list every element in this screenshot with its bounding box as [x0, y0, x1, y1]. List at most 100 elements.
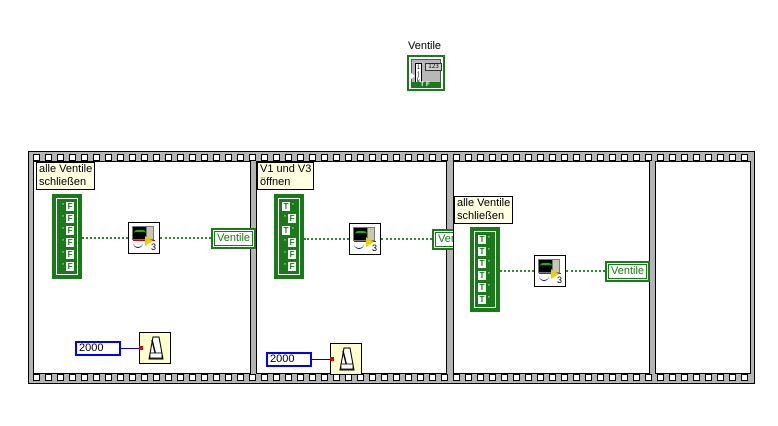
boolean-value-label: T [478, 295, 486, 304]
sprocket-hole [45, 374, 52, 381]
boolean-value-label: F [66, 262, 74, 271]
comment-line-2: schließen [457, 210, 505, 222]
toggle-switch-icon: ' [488, 247, 490, 256]
sprocket-hole [465, 374, 472, 381]
ventile-indicator-terminal[interactable]: i j k 123 TF [407, 55, 445, 91]
boolean-constant-true[interactable]: T' [476, 246, 494, 257]
sprocket-hole [633, 154, 640, 161]
wait-ms-constant[interactable]: 2000 [75, 341, 121, 356]
toggle-switch-icon: ' [488, 295, 490, 304]
boolean-constant-true[interactable]: T' [280, 225, 298, 236]
sprocket-hole [465, 154, 472, 161]
sprocket-hole [645, 374, 652, 381]
index-i: i [416, 64, 421, 71]
ventile-indicator-label: Ventile [408, 40, 442, 52]
sprocket-hole [453, 154, 460, 161]
sprocket-hole [609, 154, 616, 161]
boolean-constant-false[interactable]: 'F [280, 213, 298, 224]
boolean-constant-true[interactable]: T' [476, 282, 494, 293]
boolean-array-constant[interactable]: 'F'F'F'F'F'F [52, 194, 82, 279]
sprocket-hole [105, 154, 112, 161]
red-line-icon [354, 241, 376, 242]
sequence-frame-2[interactable]: V1 und V3 öffnen T''FT''F'F'F 3 Ventile … [256, 161, 478, 375]
boolean-array-wire[interactable] [500, 270, 534, 272]
wait-ms-function[interactable] [330, 343, 362, 375]
toggle-switch-icon: ' [488, 283, 490, 292]
boolean-value-label: T [478, 235, 486, 244]
boolean-constant-false[interactable]: 'F [58, 261, 76, 272]
ventile-local-reference[interactable]: Ventile [605, 261, 651, 282]
output-wire[interactable] [160, 237, 211, 239]
sprocket-hole [237, 374, 244, 381]
write-digital-vi[interactable]: 3 [534, 255, 566, 287]
wait-ms-wire[interactable] [312, 359, 330, 360]
write-digital-vi[interactable]: 3 [349, 223, 381, 255]
sequence-frame-1[interactable]: alle Ventile schließen 'F'F'F'F'F'F 3 Ve… [33, 161, 257, 374]
output-wire[interactable] [566, 270, 605, 272]
comment-line-1: alle Ventile [457, 197, 511, 209]
sprocket-hole [657, 154, 664, 161]
frame-comment[interactable]: V1 und V3 öffnen [257, 162, 315, 190]
boolean-value-label: F [288, 250, 296, 259]
sprocket-hole [609, 374, 616, 381]
wait-ms-constant[interactable]: 2000 [266, 352, 312, 367]
write-digital-vi[interactable]: 3 [128, 222, 160, 254]
ventile-ref-label: Ventile [214, 231, 254, 246]
boolean-value-label: T [282, 226, 290, 235]
boolean-constant-true[interactable]: T' [280, 201, 298, 212]
sprocket-hole [345, 374, 352, 381]
sprocket-hole [729, 374, 736, 381]
output-wire[interactable] [381, 238, 432, 240]
sprocket-hole [513, 374, 520, 381]
boolean-array-constant[interactable]: T'T'T'T'T'T' [470, 227, 500, 312]
sprocket-hole [717, 374, 724, 381]
sprocket-hole [33, 154, 40, 161]
frame-comment[interactable]: alle Ventile schließen [454, 196, 514, 224]
sprocket-hole [441, 154, 448, 161]
comment-line-1: alle Ventile [39, 163, 93, 175]
sequence-frame-3[interactable]: alle Ventile schließen T'T'T'T'T'T' 3 Ve… [453, 161, 651, 374]
sprocket-hole [225, 154, 232, 161]
sprocket-hole [561, 154, 568, 161]
input-arrow-icon [410, 72, 415, 80]
boolean-constant-false[interactable]: 'F [58, 213, 76, 224]
boolean-constant-true[interactable]: T' [476, 234, 494, 245]
sprocket-hole [177, 374, 184, 381]
wait-ms-wire[interactable] [121, 348, 139, 349]
ventile-local-reference[interactable]: Ventile [211, 228, 257, 249]
toggle-switch-icon: ' [292, 202, 294, 211]
sprocket-hole [561, 374, 568, 381]
flat-sequence-structure[interactable]: alle Ventile schließen 'F'F'F'F'F'F 3 Ve… [28, 151, 755, 384]
sprocket-hole [537, 154, 544, 161]
sprocket-hole [705, 374, 712, 381]
boolean-constant-true[interactable]: T' [476, 270, 494, 281]
boolean-constant-false[interactable]: 'F [280, 249, 298, 260]
boolean-constant-false[interactable]: 'F [280, 261, 298, 272]
sprocket-hole [549, 154, 556, 161]
boolean-value-label: T [478, 259, 486, 268]
frame-comment[interactable]: alle Ventile schließen [36, 162, 96, 190]
boolean-constant-true[interactable]: T' [476, 294, 494, 305]
toggle-switch-icon: ' [488, 259, 490, 268]
toggle-switch-icon: ' [284, 238, 286, 247]
sequence-frame-4[interactable] [655, 161, 751, 374]
boolean-constant-false[interactable]: 'F [58, 249, 76, 260]
boolean-constant-false[interactable]: 'F [58, 201, 76, 212]
sprocket-hole [285, 374, 292, 381]
wait-ms-function[interactable] [139, 332, 171, 364]
blue-curve-icon [354, 243, 364, 249]
red-line-icon [133, 240, 155, 241]
toggle-switch-icon: ' [62, 202, 64, 211]
sprocket-hole [357, 374, 364, 381]
sprocket-hole [573, 154, 580, 161]
boolean-constant-false[interactable]: 'F [280, 237, 298, 248]
boolean-constant-false[interactable]: 'F [58, 237, 76, 248]
sprocket-hole [369, 374, 376, 381]
boolean-constant-false[interactable]: 'F [58, 225, 76, 236]
boolean-array-wire[interactable] [82, 237, 128, 239]
sprocket-hole [741, 154, 748, 161]
boolean-array-wire[interactable] [304, 238, 349, 240]
boolean-constant-true[interactable]: T' [476, 258, 494, 269]
sprocket-hole [489, 374, 496, 381]
